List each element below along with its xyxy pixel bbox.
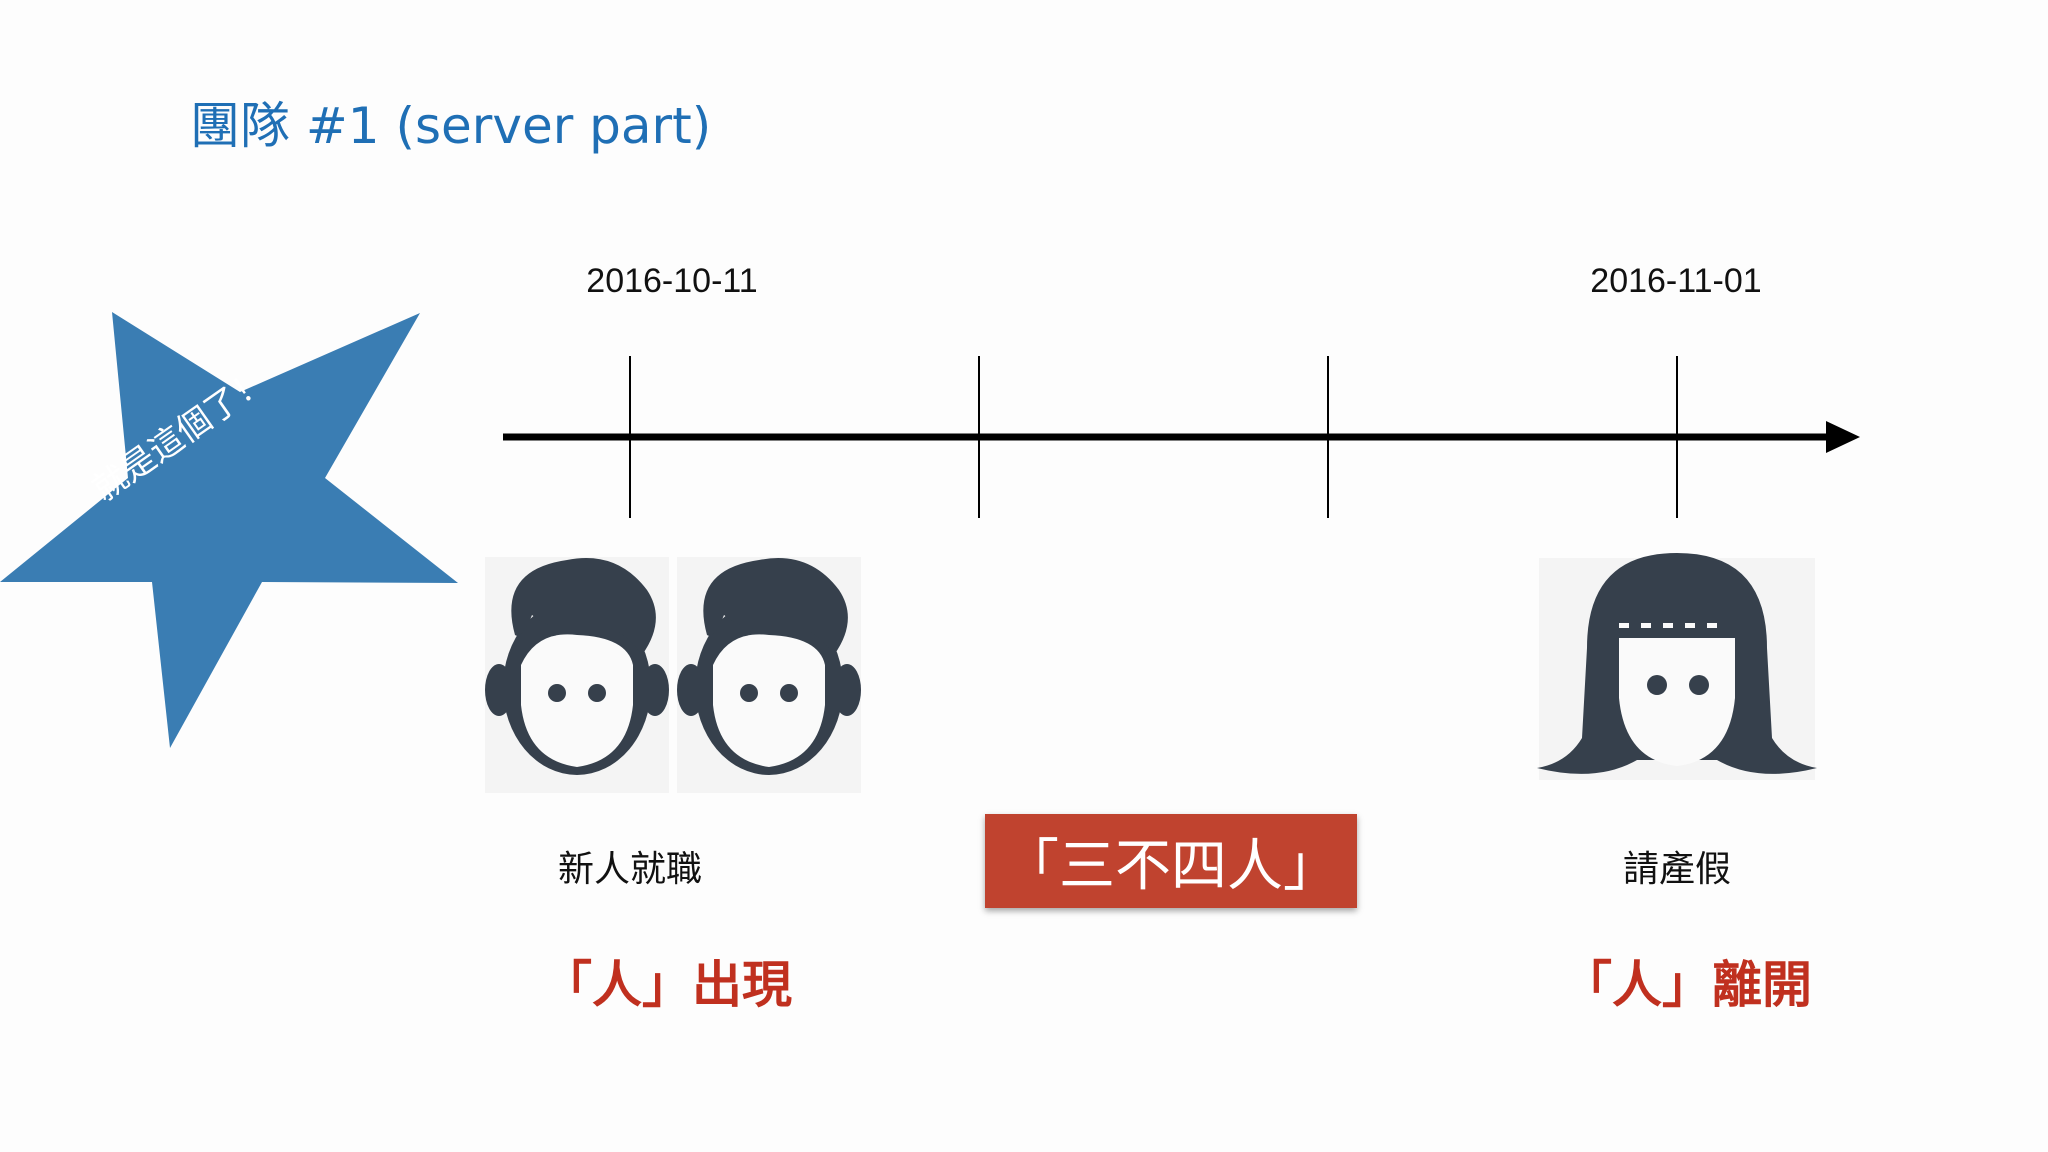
join-caption: 「人」出現 bbox=[542, 956, 792, 1014]
start-date-label: 2016-10-11 bbox=[586, 262, 758, 300]
girl-face-icon bbox=[1537, 553, 1817, 780]
join-event-label: 新人就職 bbox=[557, 849, 703, 890]
callout-box: 「三不四人」 bbox=[985, 814, 1357, 908]
boy-face-icon bbox=[485, 557, 669, 793]
star-icon bbox=[0, 312, 458, 748]
timeline-arrowhead bbox=[1826, 421, 1860, 453]
end-date-label: 2016-11-01 bbox=[1590, 262, 1762, 300]
leave-event-label: 請產假 bbox=[1622, 849, 1732, 890]
leave-caption: 「人」離開 bbox=[1562, 956, 1812, 1014]
boy-face-icon bbox=[677, 557, 861, 793]
slide-title: 團隊 #1 (server part) bbox=[190, 97, 712, 155]
